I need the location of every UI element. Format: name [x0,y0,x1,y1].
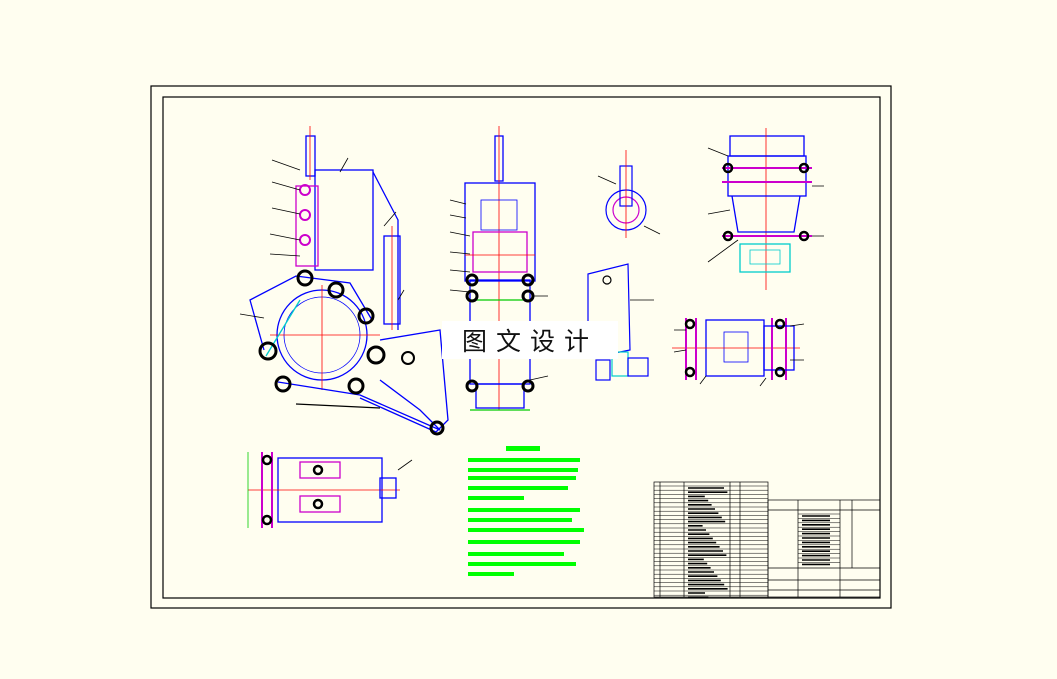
detail-view-a [597,150,661,238]
title-block [767,499,881,598]
parts-list-rows [654,485,768,599]
technical-notes [468,446,584,576]
title-block-rows [798,513,840,566]
front-view [449,126,549,411]
plan-view [247,452,413,528]
outer-frame [150,85,892,609]
section-view [672,318,805,387]
watermark-text: 图文设计 [442,321,618,359]
main-side-view [239,126,449,436]
inner-frame [162,96,881,599]
top-view [707,128,824,290]
